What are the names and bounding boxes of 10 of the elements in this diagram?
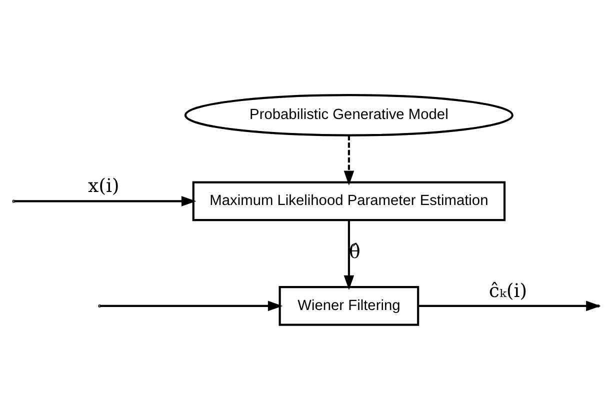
node-ellipse: Probabilistic Generative Model [184, 94, 514, 136]
arrow [344, 220, 354, 290]
edge-label: θ̂ [349, 242, 360, 263]
node-box: Maximum Likelihood Parameter Estimation [192, 180, 506, 221]
arrow [100, 300, 283, 311]
edge-label: ĉₖ(i) [488, 280, 528, 302]
arrow [344, 134, 354, 185]
arrow [14, 196, 196, 206]
node-box: Wiener Filtering [278, 286, 420, 326]
edge-label: x(i) [88, 176, 120, 197]
